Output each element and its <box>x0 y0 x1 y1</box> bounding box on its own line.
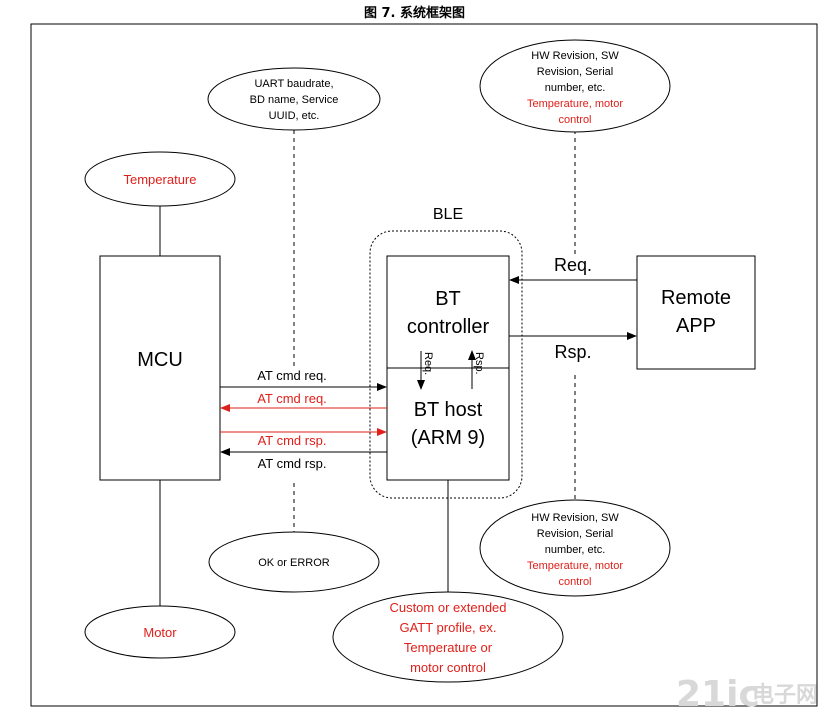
motor-text: Motor <box>143 625 177 640</box>
uart-text-3: UUID, etc. <box>269 110 320 122</box>
hw-top-text-3: number, etc. <box>545 82 606 94</box>
bt-controller-label-2: controller <box>407 316 490 338</box>
ble-group <box>369 230 523 499</box>
remote-app-label-1: Remote <box>661 287 731 309</box>
hw-top-text-2: Revision, Serial <box>537 66 613 78</box>
uart-text-1: UART baudrate, <box>254 78 333 90</box>
hw-top-ellipse <box>479 39 671 133</box>
internal-req-label: Req. <box>422 352 434 375</box>
remote-app-block <box>636 255 756 370</box>
hw-top-text-5: control <box>558 114 591 126</box>
at-cmd-req-black-label: AT cmd req. <box>257 368 327 383</box>
remote-app-label-2: APP <box>676 315 716 337</box>
temperature-text: Temperature <box>124 172 197 187</box>
ok-error-text: OK or ERROR <box>258 557 330 569</box>
gatt-text-2: GATT profile, ex. <box>399 620 496 635</box>
figure-frame <box>30 23 818 707</box>
watermark-brand: 21ic <box>676 674 760 715</box>
internal-rsp-label: Rsp. <box>473 352 485 375</box>
bt-host-label-1: BT host <box>414 399 483 421</box>
uart-ellipse <box>207 67 381 131</box>
watermark: 21ic 电子网 <box>676 674 818 715</box>
watermark-cn: 电子网 <box>752 683 818 708</box>
mcu-label: MCU <box>137 349 183 371</box>
hw-bottom-text-4: Temperature, motor <box>527 560 623 572</box>
ok-error-ellipse <box>208 531 380 593</box>
hw-bottom-text-1: HW Revision, SW <box>531 512 619 524</box>
at-cmd-rsp-black-label: AT cmd rsp. <box>258 456 327 471</box>
bt-controller-label-1: BT <box>435 288 461 310</box>
gatt-ellipse <box>332 591 564 683</box>
req-link-label: Req. <box>554 255 592 275</box>
figure-caption: 图 7. 系统框架图 <box>363 6 466 21</box>
mcu-block <box>99 255 221 481</box>
rsp-link-label: Rsp. <box>554 342 591 362</box>
at-cmd-req-red-label: AT cmd req. <box>257 391 327 406</box>
bt-host-label-2: (ARM 9) <box>411 427 485 449</box>
hw-top-text-4: Temperature, motor <box>527 98 623 110</box>
at-cmd-rsp-red-label: AT cmd rsp. <box>258 433 327 448</box>
hw-top-text-1: HW Revision, SW <box>531 50 619 62</box>
hw-bottom-text-2: Revision, Serial <box>537 528 613 540</box>
hw-bottom-text-3: number, etc. <box>545 544 606 556</box>
motor-ellipse <box>84 605 236 659</box>
hw-bottom-text-5: control <box>558 576 591 588</box>
uart-text-2: BD name, Service <box>250 94 339 106</box>
gatt-text-4: motor control <box>410 660 486 675</box>
gatt-text-3: Temperature or <box>404 640 493 655</box>
ble-label: BLE <box>433 206 463 223</box>
temperature-ellipse <box>84 151 236 207</box>
hw-bottom-ellipse <box>479 499 671 597</box>
gatt-text-1: Custom or extended <box>389 600 506 615</box>
